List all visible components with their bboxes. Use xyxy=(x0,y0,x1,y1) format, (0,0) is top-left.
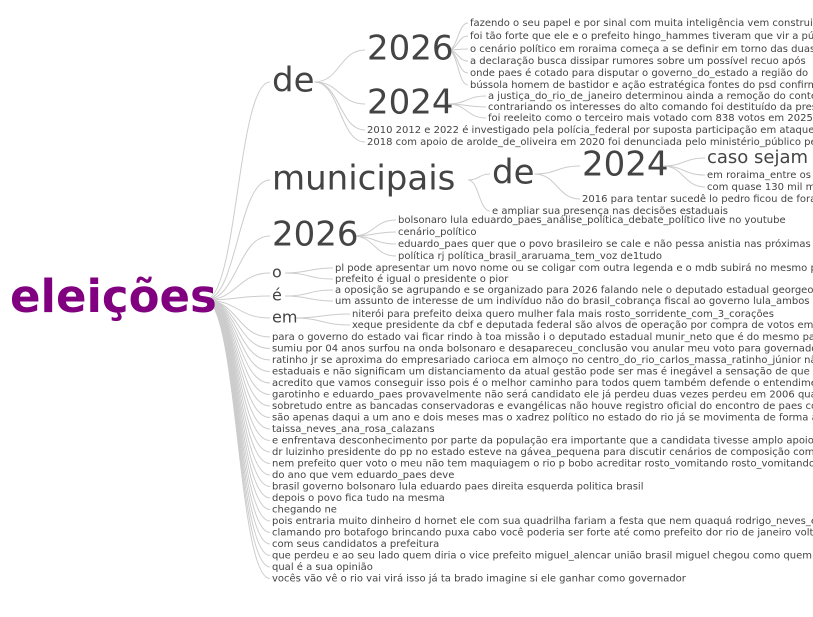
branch-word: qual é a sua opinião xyxy=(272,561,373,573)
tree-link xyxy=(205,272,271,301)
branch-word: sobretudo entre as bancadas conservadora… xyxy=(272,400,813,412)
leaf-phrase: cenário_político xyxy=(398,226,476,238)
branch-word: que perdeu e ao seu lado quem diria o vi… xyxy=(272,551,813,562)
leaf-phrase: eduardo_paes quer que o povo brasileiro … xyxy=(398,238,813,250)
tree-link xyxy=(352,235,397,257)
branch-word: pois entraria muito dinheiro d hornet el… xyxy=(272,515,813,527)
tree-link xyxy=(205,299,271,556)
branch-word: 2026 xyxy=(272,215,359,255)
branch-word: para o governo do estado vai ficar rindo… xyxy=(272,331,813,343)
branch-word: ratinho jr se aproxima do empresariado c… xyxy=(272,354,813,366)
tree-link xyxy=(205,179,271,301)
branch-phrase: de xyxy=(492,153,535,193)
branch-word: municipais xyxy=(272,159,455,199)
branch-phrase: caso sejam xyxy=(707,147,808,168)
leaf-phrase: prefeito é igual o presidente o pior xyxy=(335,273,509,285)
branch-word: de xyxy=(272,61,315,101)
tree-link xyxy=(662,165,706,188)
tree-link xyxy=(205,299,271,522)
leaf-phrase: fazendo o seu papel e por sinal com muit… xyxy=(470,17,813,29)
branch-word: em xyxy=(272,308,297,327)
branch-word: o xyxy=(272,263,282,282)
tree-link xyxy=(205,299,271,319)
leaf-phrase: 2018 com apoio de arolde_de_oliveira em … xyxy=(367,136,813,148)
tree-link xyxy=(205,299,271,487)
branch-word: estaduais e não significam um distanciam… xyxy=(272,366,813,378)
leaf-phrase: e ampliar sua presença nas decisões esta… xyxy=(492,206,728,217)
leaf-phrase: a declaração busca dissipar rumores sobr… xyxy=(470,55,806,67)
branch-word: acredito que vamos conseguir isso pois é… xyxy=(272,377,813,389)
leaf-phrase: foi reeleito como o terceiro mais votado… xyxy=(488,113,813,124)
leaf-phrase: xeque presidente da cbf e deputada feder… xyxy=(352,320,813,331)
branch-word: sumiu por 04 anos surfou na onda bolsona… xyxy=(272,344,813,355)
tree-link xyxy=(294,317,351,326)
leaf-phrase: com quase 130 mil mil xyxy=(707,182,813,193)
tree-link xyxy=(467,179,491,212)
tree-link xyxy=(314,81,366,143)
leaf-phrase: contrariando os interesses do alto coman… xyxy=(488,101,813,113)
leaf-phrase: foi tão forte que ele e o prefeito hingo… xyxy=(470,30,813,42)
tree-link xyxy=(534,173,581,200)
branch-phrase: 2024 xyxy=(582,145,669,185)
branch-phrase: 2024 xyxy=(367,83,454,123)
leaf-phrase: um assunto de interesse de um indivíduo … xyxy=(335,295,813,307)
leaf-phrase: a justiça_do_rio_de_janeiro determinou a… xyxy=(488,90,813,102)
leaf-phrase: 2010 2012 e 2022 é investigado pela polí… xyxy=(367,124,813,136)
tree-link xyxy=(205,81,271,301)
branch-word: garotinho e eduardo_paes provavelmente n… xyxy=(272,389,813,401)
leaf-phrase: política rj política_brasil_araruama_tem… xyxy=(398,250,662,262)
tree-link xyxy=(662,165,706,176)
branch-word: brasil governo bolsonaro lula eduardo pa… xyxy=(272,482,643,493)
tree-link xyxy=(205,295,271,301)
tree-link xyxy=(352,231,397,237)
tree-link xyxy=(205,299,271,579)
tree-link xyxy=(447,103,487,119)
leaf-phrase: niterói para prefeito deixa quero mulher… xyxy=(352,308,774,320)
branch-word: dr luizinho presidente do pp no estado e… xyxy=(272,446,813,458)
leaf-phrase: bússola homem de bastidor e ação estraté… xyxy=(470,79,813,91)
branch-word: é xyxy=(272,286,282,305)
branch-phrase: 2026 xyxy=(367,29,454,69)
tree-link xyxy=(447,95,487,105)
leaf-phrase: em roraima_entre os pré xyxy=(707,169,813,181)
branch-word: vocês vão vê o rio vai virá isso já ta b… xyxy=(272,573,687,585)
tree-links xyxy=(205,22,706,579)
tree-link xyxy=(468,173,491,181)
leaf-phrase: pl pode apresentar um novo nome ou se co… xyxy=(335,262,813,274)
branch-word: depois o povo fica tudo na mesma xyxy=(272,493,445,504)
leaf-phrase: a oposição se agrupando e se organizado … xyxy=(335,285,813,296)
tree-link xyxy=(314,49,366,83)
tree-link xyxy=(285,267,334,274)
tree-link xyxy=(205,299,271,568)
tree-link xyxy=(285,295,334,302)
leaf-phrase: onde paes é cotado para disputar o gover… xyxy=(470,67,808,79)
tree-link xyxy=(314,81,366,105)
tree-labels: de 2026 fazendo o seu papel e por sinal co… xyxy=(10,17,813,585)
branch-word: taissa_neves_ana_rosa_calazans xyxy=(272,424,435,435)
tree-link xyxy=(205,235,271,301)
root-word: eleições xyxy=(10,270,217,323)
leaf-phrase: bolsonaro lula eduardo_paes_análise_polí… xyxy=(398,214,786,226)
tree-link xyxy=(205,299,271,510)
leaf-phrase: 2016 para tentar sucedê lo pedro ficou d… xyxy=(582,193,813,205)
branch-word: do ano que vem eduardo_paes deve xyxy=(272,470,454,481)
tree-link xyxy=(205,299,271,476)
tree-link xyxy=(294,313,351,319)
branch-word: nem prefeito quer voto o meu não tem maq… xyxy=(272,459,813,470)
branch-word: são apenas daqui a um ano e dois meses m… xyxy=(272,412,813,424)
tree-link xyxy=(314,81,366,131)
leaf-phrase: o cenário político em roraima começa a s… xyxy=(470,43,813,55)
branch-word: clamando pro botafogo brincando puxa cab… xyxy=(272,527,813,539)
branch-word: chegando ne xyxy=(272,505,337,516)
tree-link xyxy=(285,272,334,280)
tree-link xyxy=(447,49,469,86)
branch-word: e enfrentava desconhecimento por parte d… xyxy=(272,436,813,447)
tree-link xyxy=(534,165,581,175)
tree-link xyxy=(285,289,334,297)
branch-word: com seus candidatos a prefeitura xyxy=(272,539,439,550)
tree-link xyxy=(662,157,706,167)
